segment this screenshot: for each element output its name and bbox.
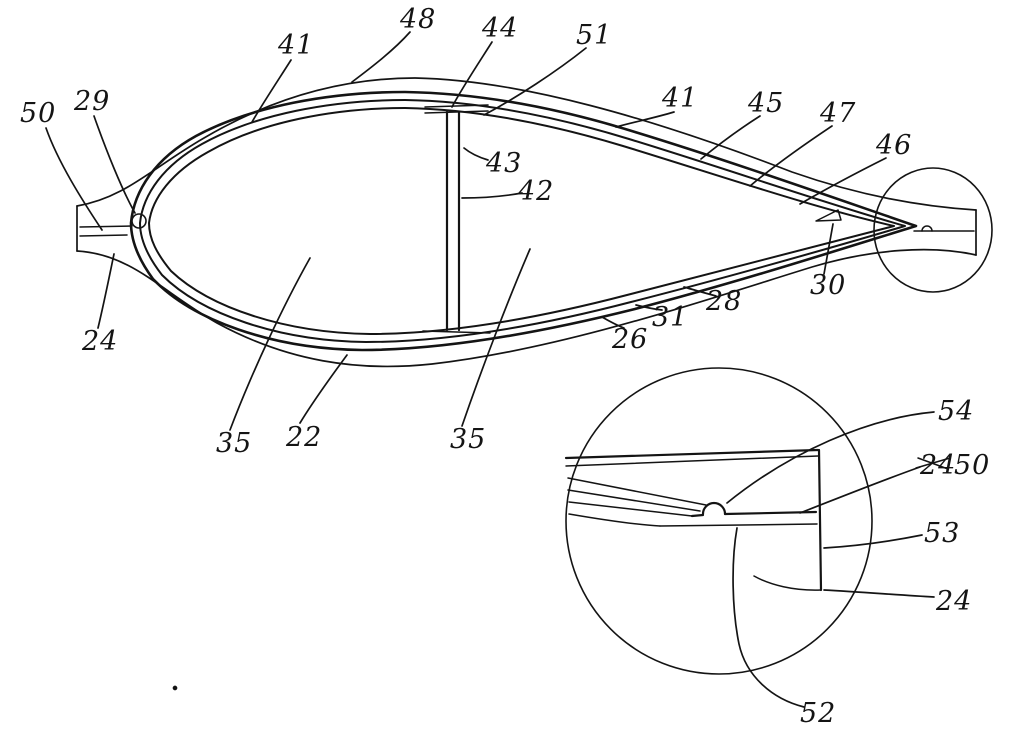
leader-54 <box>726 411 935 504</box>
ref-label-29: 29 <box>73 86 110 117</box>
leader-41-right <box>615 111 675 128</box>
ref-label-50-left: 50 <box>20 98 56 129</box>
web-top-flange-lower <box>424 110 489 114</box>
detail-lower-left-skin <box>568 513 661 527</box>
leader-42 <box>461 192 523 199</box>
blade-skins <box>129 90 918 352</box>
detail-right-edge <box>817 448 823 592</box>
ref-label-41-right: 41 <box>661 83 698 114</box>
ref-label-22: 22 <box>285 422 322 453</box>
ref-label-44: 44 <box>481 13 518 44</box>
detail-skin-slant-1 <box>567 477 707 506</box>
leader-35-left <box>229 257 311 431</box>
leader-43 <box>463 147 489 161</box>
detail-top-surface-inner <box>565 455 819 467</box>
leader-52 <box>732 527 805 708</box>
ref-label-53: 53 <box>924 518 960 549</box>
ref-label-46: 46 <box>875 130 912 161</box>
ref-label-30: 30 <box>810 270 846 301</box>
ref-label-48: 48 <box>399 4 436 35</box>
envelope-bottom-line <box>76 248 977 368</box>
reference-numerals: 50 29 41 48 44 51 43 42 41 45 47 46 30 2… <box>20 4 990 729</box>
leader-45 <box>700 115 761 160</box>
leader-41-top <box>251 59 292 123</box>
leader-26 <box>601 316 625 329</box>
trailing-edge <box>815 167 993 293</box>
leader-44 <box>451 41 493 108</box>
ref-label-42: 42 <box>517 176 554 207</box>
root-skin-line-upper <box>79 225 133 228</box>
detail-view <box>564 367 873 675</box>
strikeout-marks <box>915 457 951 470</box>
ref-label-24-left: 24 <box>81 326 118 357</box>
root-skin-line-lower <box>79 234 128 237</box>
detail-view-circle <box>565 367 873 675</box>
ref-label-52: 52 <box>800 698 836 729</box>
web-top-flange-upper <box>424 104 489 108</box>
outer-envelope <box>76 77 977 368</box>
leader-28 <box>683 286 717 297</box>
ref-label-54: 54 <box>938 396 974 427</box>
leader-51 <box>483 47 587 116</box>
skin-inner-contour <box>148 107 895 335</box>
ref-label-45: 45 <box>747 88 784 119</box>
ref-label-43: 43 <box>485 148 522 179</box>
trailing-edge-bump <box>921 225 933 232</box>
skin-middle-contour <box>139 99 906 343</box>
detail-skin-slant-3 <box>568 501 693 517</box>
ref-label-31: 31 <box>652 302 688 333</box>
ref-label-35-right: 35 <box>450 424 486 455</box>
detail-top-surface <box>564 448 820 460</box>
detail-flat-left <box>690 513 705 518</box>
leader-46 <box>799 157 887 205</box>
detail-skin-slant-2 <box>567 489 701 512</box>
detail-bump <box>701 501 727 516</box>
leader-47 <box>749 125 833 187</box>
ref-label-41-top: 41 <box>277 30 314 61</box>
ref-label-26: 26 <box>611 324 648 355</box>
envelope-top-line <box>76 77 977 211</box>
detail-lower-layer-line <box>659 523 818 527</box>
ref-label-24-detail: 24 <box>935 586 972 617</box>
leader-24-detail <box>823 589 935 598</box>
leader-53 <box>823 534 923 549</box>
ref-label-35-left: 35 <box>216 428 252 459</box>
trailing-edge-wedge <box>815 209 842 222</box>
leader-22 <box>299 354 348 424</box>
leader-24-left <box>97 253 115 329</box>
leader-35-right <box>461 248 531 427</box>
detail-indicator-circle <box>873 167 993 293</box>
web-bottom-flange <box>422 330 491 334</box>
leader-48 <box>351 31 411 83</box>
ref-label-50-detail: 50 <box>954 450 990 481</box>
print-artifact-dot <box>172 685 178 691</box>
ref-label-47: 47 <box>819 98 856 129</box>
ref-label-51: 51 <box>576 20 612 51</box>
leader-50-detail <box>799 466 921 514</box>
ref-label-28: 28 <box>705 286 742 317</box>
detail-bottom-corner <box>753 575 822 591</box>
strikeout-mark-2 <box>917 457 949 470</box>
leader-31 <box>635 304 663 311</box>
leader-30 <box>823 223 834 275</box>
shear-web <box>422 104 491 334</box>
ref-label-24-struck: 24 <box>919 450 956 481</box>
leader-29 <box>93 115 136 214</box>
leader-50-left <box>45 127 103 231</box>
drawing-lines <box>45 31 993 708</box>
leader-lines <box>45 31 935 708</box>
skin-outer-contour <box>129 90 918 352</box>
